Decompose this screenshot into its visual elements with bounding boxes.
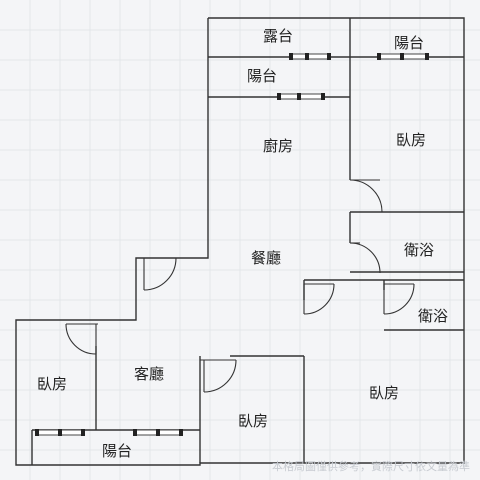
room-label-bedroom-bottom-right: 臥房 (369, 384, 399, 402)
room-label-bedroom-bottom-center: 臥房 (238, 412, 268, 430)
door-bedroom-left (65, 323, 98, 355)
room-label-dining: 餐廳 (251, 249, 281, 267)
room-label-kitchen: 廚房 (263, 137, 293, 155)
interior-walls (31, 18, 464, 465)
door-bath-lower (383, 283, 415, 315)
door-bedroom-bottom-center (200, 359, 237, 393)
room-label-bath-upper: 衛浴 (404, 241, 434, 259)
window-balcony-top-left (277, 93, 325, 100)
room-label-balcony-top-left: 陽台 (247, 67, 277, 85)
window-balcony-top-right (377, 53, 429, 60)
door-bath-upper (349, 242, 381, 274)
door-bedroom-bottom-right (303, 283, 335, 315)
door-entrance (143, 257, 177, 291)
room-label-bedroom-left: 臥房 (37, 375, 67, 393)
door-bedroom-top-right (349, 179, 383, 213)
room-label-balcony-top-right: 陽台 (394, 34, 424, 52)
room-label-bath-lower: 衛浴 (418, 307, 448, 325)
window-balcony-bottom-right (133, 429, 183, 436)
room-label-terrace: 露台 (263, 27, 293, 45)
room-label-bedroom-top-right: 臥房 (396, 131, 426, 149)
room-label-balcony-bottom: 陽台 (102, 442, 132, 460)
room-label-living: 客廳 (134, 365, 164, 383)
window-terrace (289, 53, 331, 60)
disclaimer-note: 本格局圖僅供參考，實際尺寸依文量為準 (272, 459, 470, 473)
window-balcony-bottom-left (35, 429, 85, 436)
